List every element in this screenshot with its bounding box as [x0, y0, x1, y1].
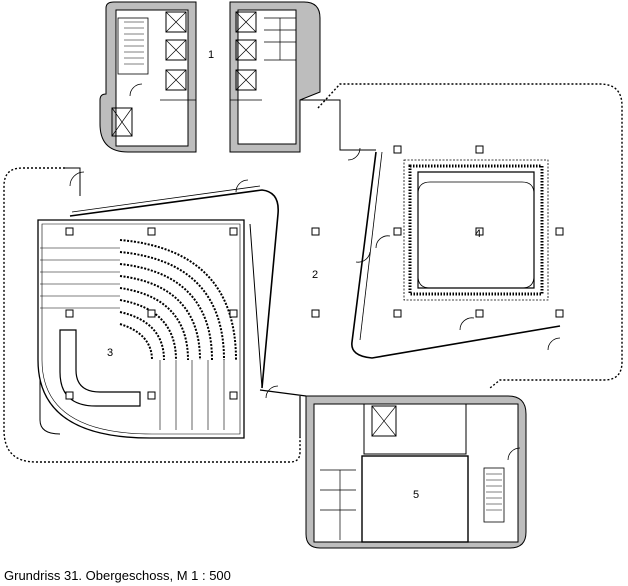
facade-outline: [3, 83, 623, 463]
zone-label-3: 3: [107, 347, 113, 359]
drawing-caption: Grundriss 31. Obergeschoss, M 1 : 500: [4, 568, 231, 583]
core-5: [305, 395, 527, 549]
zone-label-5: 5: [413, 489, 419, 501]
core-1: [99, 1, 321, 153]
doors: [69, 83, 561, 461]
columns: [65, 145, 564, 400]
hall-walls: [69, 99, 561, 436]
auditorium: [37, 219, 245, 439]
zone-label-2: 2: [312, 269, 318, 281]
floor-plan-drawing: 1 2 3 4 5: [3, 1, 623, 549]
zone-label-1: 1: [208, 49, 214, 61]
zone-label-4: 4: [475, 228, 481, 240]
hall-4: [403, 159, 549, 301]
